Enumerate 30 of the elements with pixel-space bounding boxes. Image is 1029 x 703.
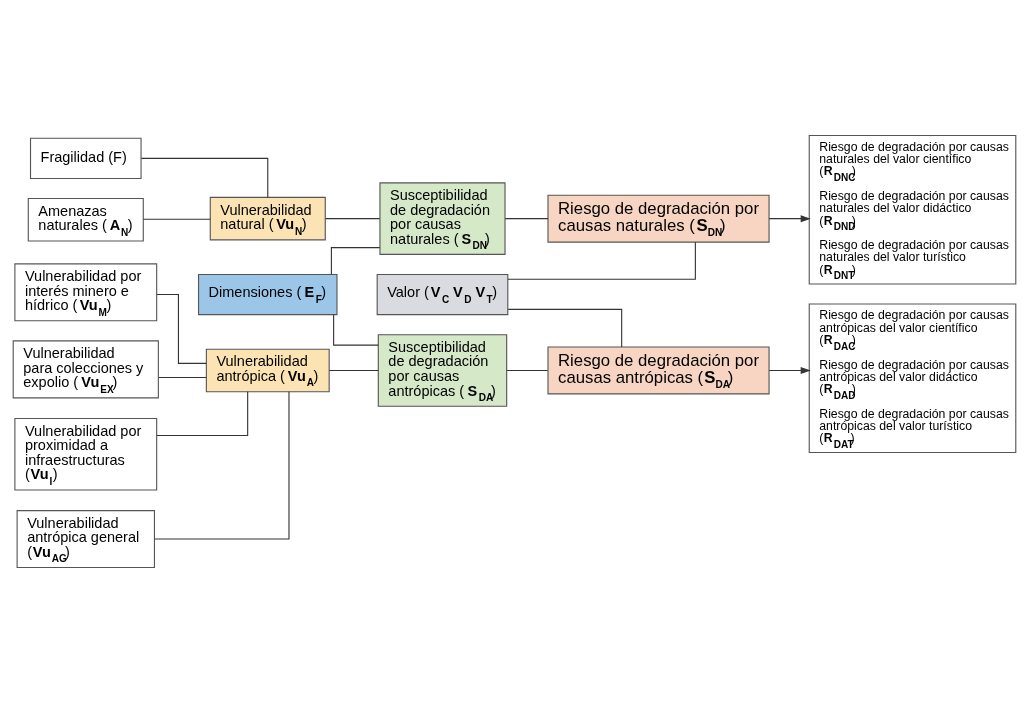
node-box: Susceptibilidad de degradación por causas naturales (S$_{DN}$) — [379, 182, 506, 255]
connector — [154, 391, 290, 540]
node-box: Vulnerabilidad por interés minero e hídrico (Vu$_{M}$) — [14, 263, 158, 322]
node-box: Riesgo de degradación por causas antrópicas del valor científico (R$_{DAC}$) Riesgo de degradación por causas antrópicas del valor didáctico (R$_{DAD}$) Riesgo de degradación por causas antrópicas del valor turístico (R$_{DAT}$) — [808, 303, 1017, 454]
node-box: Riesgo de degradación por causas naturales (S$_{DN}$) — [547, 194, 770, 243]
connector — [158, 377, 207, 379]
node-box: Vulnerabilidad por proximidad a infraestructuras (Vu$_{I}$) — [14, 417, 158, 491]
connector — [504, 218, 549, 220]
node-box: Vulnerabilidad antrópica (Vu$_{A}$) — [205, 348, 330, 393]
connector — [156, 391, 249, 437]
node-box: Fragilidad (F) — [29, 137, 142, 179]
node-box: Vulnerabilidad natural (Vu$_{N}$) — [209, 196, 326, 241]
node-box: Valor (V$_{C}$ V$_{D}$ V$_{T}$) — [376, 273, 509, 316]
connector — [140, 157, 269, 198]
arrow — [768, 215, 811, 223]
connector — [328, 369, 379, 372]
connector — [507, 308, 623, 348]
node-box: Amenazas naturales (A$_{N}$) — [27, 198, 144, 242]
connector — [142, 218, 211, 220]
node-box: Riesgo de degradación por causas antrópicas (S$_{DA}$) — [547, 346, 770, 395]
connector — [333, 314, 379, 346]
connector — [156, 294, 207, 364]
connector — [330, 247, 381, 275]
arrow — [768, 366, 811, 374]
connector — [324, 218, 381, 220]
node-box: Dimensiones (E$_{F}$) — [198, 273, 338, 316]
node-box: Vulnerabilidad para colecciones y expolio (Vu$_{EX}$) — [12, 340, 159, 399]
connector — [507, 241, 696, 280]
connector — [506, 369, 549, 372]
node-box: Riesgo de degradación por causas naturales del valor científico (R$_{DNC}$) Riesgo de degradación por causas naturales del valor didáctico (R$_{DND}$) Riesgo de degradación por causas naturales del valor turístico (R$_{DNT}$) — [808, 134, 1017, 285]
